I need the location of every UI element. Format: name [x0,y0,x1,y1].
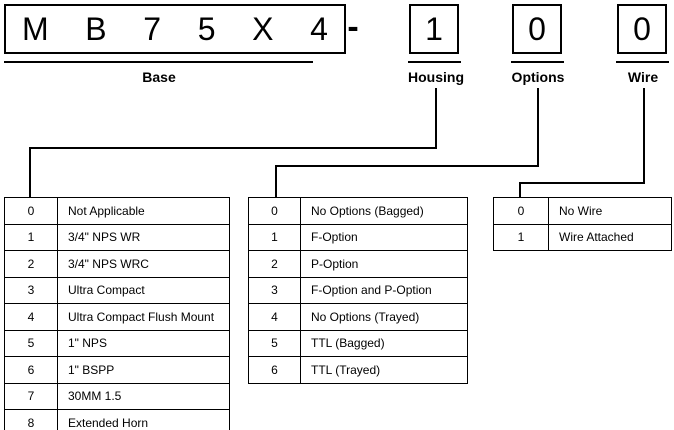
options-underline [511,61,564,63]
code-cell: 6 [4,356,58,384]
housing-code-value: 1 [425,10,443,47]
options-code-table: 0 No Options (Bagged) 1 F-Option 2 P-Opt… [248,197,468,384]
base-char: 7 [143,10,162,47]
separator-dash: - [347,8,359,46]
code-cell: 0 [248,197,301,225]
code-cell: 2 [248,250,301,278]
desc-cell: Ultra Compact [57,276,230,304]
table-row: 4 Ultra Compact Flush Mount [4,303,230,331]
desc-cell: P-Option [300,250,468,278]
table-row: 1 3/4" NPS WR [4,223,230,251]
table-row: 4 No Options (Trayed) [248,303,468,331]
options-connector-line [275,88,539,198]
base-char: B [85,10,107,47]
options-label: Options [511,69,565,85]
desc-cell: No Wire [548,197,672,225]
table-row: 1 Wire Attached [493,223,672,251]
table-row: 7 30MM 1.5 [4,382,230,410]
desc-cell: F-Option and P-Option [300,276,468,304]
housing-connector-line [29,88,437,198]
base-char: X [252,10,274,47]
code-cell: 3 [4,276,58,304]
base-char: 4 [310,10,328,47]
code-cell: 7 [4,382,58,410]
desc-cell: Wire Attached [548,223,672,251]
table-row: 0 No Options (Bagged) [248,197,468,225]
table-row: 6 TTL (Trayed) [248,356,468,384]
table-row: 5 TTL (Bagged) [248,329,468,357]
code-cell: 5 [4,329,58,357]
table-row: 3 Ultra Compact [4,276,230,304]
code-cell: 0 [493,197,549,225]
code-cell: 4 [4,303,58,331]
wire-code-table: 0 No Wire 1 Wire Attached [493,197,672,251]
desc-cell: No Options (Bagged) [300,197,468,225]
code-cell: 1 [4,223,58,251]
table-row: 8 Extended Horn [4,409,230,430]
table-row: 2 P-Option [248,250,468,278]
table-row: 0 Not Applicable [4,197,230,225]
wire-code-box: 0 [617,4,667,54]
wire-code-value: 0 [633,10,651,47]
base-underline [4,61,313,63]
table-row: 3 F-Option and P-Option [248,276,468,304]
housing-code-table: 0 Not Applicable 1 3/4" NPS WR 2 3/4" NP… [4,197,230,430]
options-code-box: 0 [512,4,562,54]
table-row: 6 1" BSPP [4,356,230,384]
housing-underline [408,61,461,63]
code-cell: 4 [248,303,301,331]
desc-cell: 3/4" NPS WR [57,223,230,251]
code-cell: 3 [248,276,301,304]
wire-label: Wire [627,69,659,85]
code-cell: 0 [4,197,58,225]
desc-cell: 30MM 1.5 [57,382,230,410]
table-row: 2 3/4" NPS WRC [4,250,230,278]
desc-cell: Extended Horn [57,409,230,430]
desc-cell: 1" BSPP [57,356,230,384]
table-row: 5 1" NPS [4,329,230,357]
desc-cell: 3/4" NPS WRC [57,250,230,278]
code-cell: 1 [248,223,301,251]
wire-connector-line [519,88,645,198]
base-char: M [22,10,49,47]
desc-cell: TTL (Bagged) [300,329,468,357]
housing-code-box: 1 [409,4,459,54]
desc-cell: F-Option [300,223,468,251]
base-label: Base [142,69,176,85]
table-row: 1 F-Option [248,223,468,251]
code-cell: 5 [248,329,301,357]
table-row: 0 No Wire [493,197,672,225]
wire-underline [616,61,669,63]
desc-cell: Ultra Compact Flush Mount [57,303,230,331]
desc-cell: TTL (Trayed) [300,356,468,384]
housing-label: Housing [408,69,464,85]
options-code-value: 0 [528,10,546,47]
code-cell: 6 [248,356,301,384]
code-cell: 1 [493,223,549,251]
base-char: 5 [197,10,216,47]
desc-cell: Not Applicable [57,197,230,225]
base-code-box: M B 7 5 X 4 [4,4,346,54]
code-cell: 8 [4,409,58,430]
code-cell: 2 [4,250,58,278]
desc-cell: 1" NPS [57,329,230,357]
desc-cell: No Options (Trayed) [300,303,468,331]
